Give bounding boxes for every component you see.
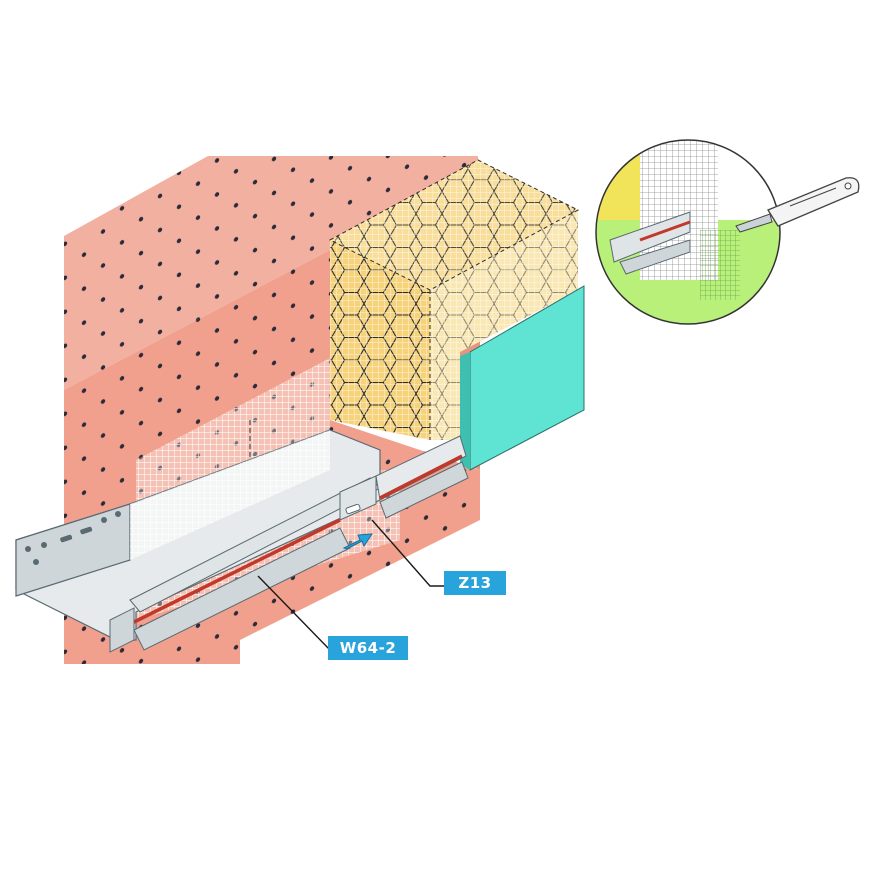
insulation-block (328, 159, 580, 440)
connector-z13 (339, 435, 469, 521)
window-board (460, 285, 585, 471)
wall-top-face (64, 156, 478, 390)
profile-w64-2 (15, 429, 381, 653)
label-z13: Z13 (444, 571, 506, 595)
arrow-icon (342, 533, 373, 550)
label-w64-2: W64-2 (328, 636, 408, 660)
cutter-knife-icon (735, 177, 860, 233)
leader-lines (257, 519, 446, 651)
inset-detail (595, 139, 781, 325)
